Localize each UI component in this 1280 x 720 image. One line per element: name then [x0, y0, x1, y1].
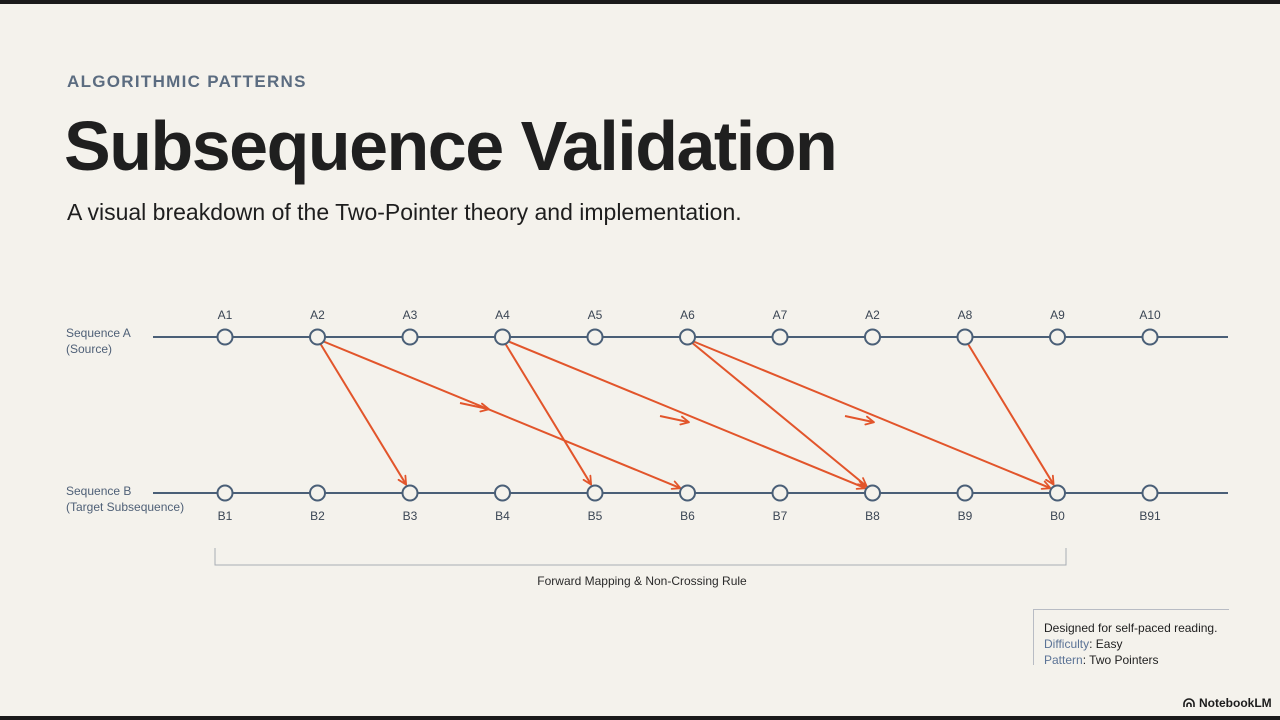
- mapping-arrow: [964, 338, 1055, 486]
- sequence-b-node-label: B3: [403, 509, 418, 523]
- sequence-a-node: [216, 328, 234, 346]
- sequence-b-node-label: B0: [1050, 509, 1065, 523]
- sequence-a-node-label: A9: [1050, 308, 1065, 322]
- info-pattern: Pattern: Two Pointers: [1044, 653, 1159, 667]
- sequence-a-node-label: A10: [1139, 308, 1161, 322]
- sequence-a-subtitle: (Source): [66, 342, 113, 356]
- direction-hint-arrow: [659, 415, 690, 426]
- sequence-a-node-label: A3: [403, 308, 418, 322]
- sequence-b-node-label: B7: [773, 509, 788, 523]
- info-difficulty: Difficulty: Easy: [1044, 637, 1123, 651]
- sequence-a-node: [309, 328, 326, 346]
- brand-name: NotebookLM: [1199, 696, 1272, 710]
- pattern-key: Pattern: [1044, 653, 1083, 667]
- mapping-arrow: [317, 338, 682, 490]
- slide: ALGORITHMIC PATTERNS Subsequence Validat…: [0, 4, 1280, 716]
- sequence-a-label: Sequence A (Source): [66, 325, 131, 357]
- sequence-b-node: [1049, 484, 1066, 502]
- sequence-a-node-label: A7: [773, 308, 788, 322]
- mapping-arrow: [687, 338, 1052, 490]
- sequence-b-node: [771, 484, 789, 502]
- sequence-b-node: [586, 484, 604, 502]
- mapping-arrow: [501, 338, 593, 486]
- sequence-a-node-label: A2: [310, 308, 325, 322]
- mapping-arrow: [502, 338, 867, 490]
- sequence-b-node: [1141, 484, 1159, 502]
- sequence-a-node: [771, 328, 789, 346]
- direction-hint-arrow: [844, 415, 875, 426]
- pattern-value: Two Pointers: [1089, 653, 1159, 667]
- sequence-b-node-label: B91: [1139, 509, 1161, 523]
- sequence-b-subtitle: (Target Subsequence): [66, 500, 185, 514]
- mapping-arrow: [316, 338, 408, 486]
- sequence-b-node: [679, 484, 696, 502]
- sequence-b-node-label: B8: [865, 509, 880, 523]
- sequence-b-node: [956, 484, 974, 502]
- sequence-a-node: [494, 328, 511, 346]
- sequence-b-node-label: B9: [958, 509, 973, 523]
- bracket-line: [214, 548, 1067, 566]
- info-box: Designed for self-paced reading. Difficu…: [1033, 609, 1229, 667]
- sequence-a-node: [956, 328, 974, 346]
- notebooklm-logo-icon: [1183, 698, 1195, 707]
- difficulty-value: Easy: [1095, 637, 1123, 651]
- sequence-b-node: [216, 484, 234, 502]
- direction-hint-arrow: [459, 402, 490, 413]
- eyebrow-label: ALGORITHMIC PATTERNS: [67, 72, 307, 91]
- sequence-a-node-label: A8: [958, 308, 973, 322]
- sequence-b-node: [309, 484, 326, 502]
- sequence-a-node: [401, 328, 419, 346]
- sequence-a-node: [679, 328, 696, 346]
- sequence-b-node-label: B5: [588, 509, 603, 523]
- info-description: Designed for self-paced reading.: [1044, 621, 1218, 635]
- sequence-a-node-label: A2: [865, 308, 880, 322]
- sequence-a-node: [586, 328, 604, 346]
- sequence-b-node: [494, 484, 511, 502]
- sequence-b-node: [864, 484, 881, 502]
- sequence-a-node-label: A4: [495, 308, 510, 322]
- page-title: Subsequence Validation: [64, 107, 838, 185]
- sequence-a-node-label: A5: [588, 308, 603, 322]
- mapping-arrow: [686, 338, 868, 488]
- sequence-b-node: [401, 484, 419, 502]
- sequence-b-label: Sequence B (Target Subsequence): [66, 483, 184, 515]
- sequence-b-node-label: B1: [218, 509, 233, 523]
- sequence-b-node-label: B2: [310, 509, 325, 523]
- page-subtitle: A visual breakdown of the Two-Pointer th…: [67, 199, 742, 225]
- sequence-a-title: Sequence A: [66, 326, 131, 340]
- sequence-a-node: [1049, 328, 1066, 346]
- sequence-b-node-label: B4: [495, 509, 510, 523]
- sequence-a-node-label: A1: [218, 308, 233, 322]
- sequence-a-node: [864, 328, 881, 346]
- sequence-b-node-label: B6: [680, 509, 695, 523]
- sequence-a-node: [1141, 328, 1159, 346]
- sequence-a-node-label: A6: [680, 308, 695, 322]
- difficulty-key: Difficulty: [1044, 637, 1090, 651]
- sequence-b-title: Sequence B: [66, 484, 132, 498]
- diagram-caption: Forward Mapping & Non-Crossing Rule: [537, 574, 747, 588]
- brand: NotebookLM: [1183, 696, 1272, 710]
